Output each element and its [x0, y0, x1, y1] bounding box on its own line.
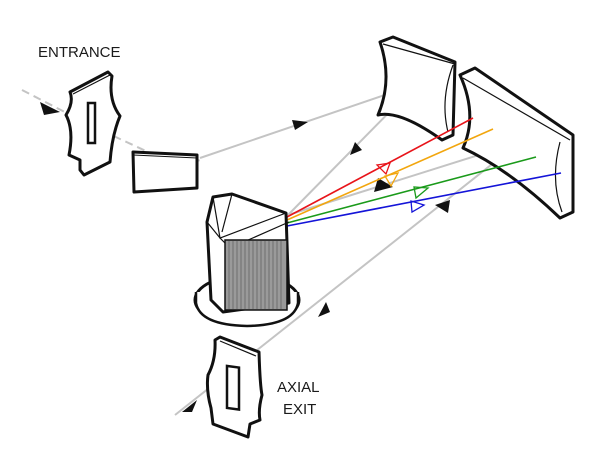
- entrance-arrow: [40, 102, 60, 115]
- prism-grating: [193, 192, 301, 328]
- blue-arrow: [410, 200, 426, 214]
- exit-arrow: [182, 400, 197, 412]
- grating-lines: [228, 241, 282, 309]
- beam-to-collimator: [199, 83, 418, 159]
- green-arrow: [413, 186, 430, 200]
- beam-arrow-2: [350, 142, 362, 155]
- beam-arrow-4: [435, 200, 450, 213]
- spectrum-rays: [286, 117, 562, 227]
- orange-arrow: [383, 172, 400, 188]
- blue-ray: [286, 172, 562, 227]
- entrance-label: ENTRANCE: [38, 44, 121, 61]
- axial-exit-slit: [205, 335, 264, 439]
- axial-exit-label-line1: AXIAL: [277, 379, 320, 396]
- red-arrow: [375, 162, 391, 176]
- beam-arrow-1: [292, 120, 308, 130]
- axial-exit-label-line2: EXIT: [283, 401, 316, 418]
- focusing-mirror: [458, 66, 575, 220]
- entrance-slit: [64, 70, 122, 177]
- green-ray: [286, 156, 537, 224]
- collimating-mirror: [376, 35, 457, 142]
- folding-mirror: [131, 150, 199, 194]
- beam-arrow-5: [318, 302, 330, 317]
- beam-arrow-3: [374, 178, 393, 192]
